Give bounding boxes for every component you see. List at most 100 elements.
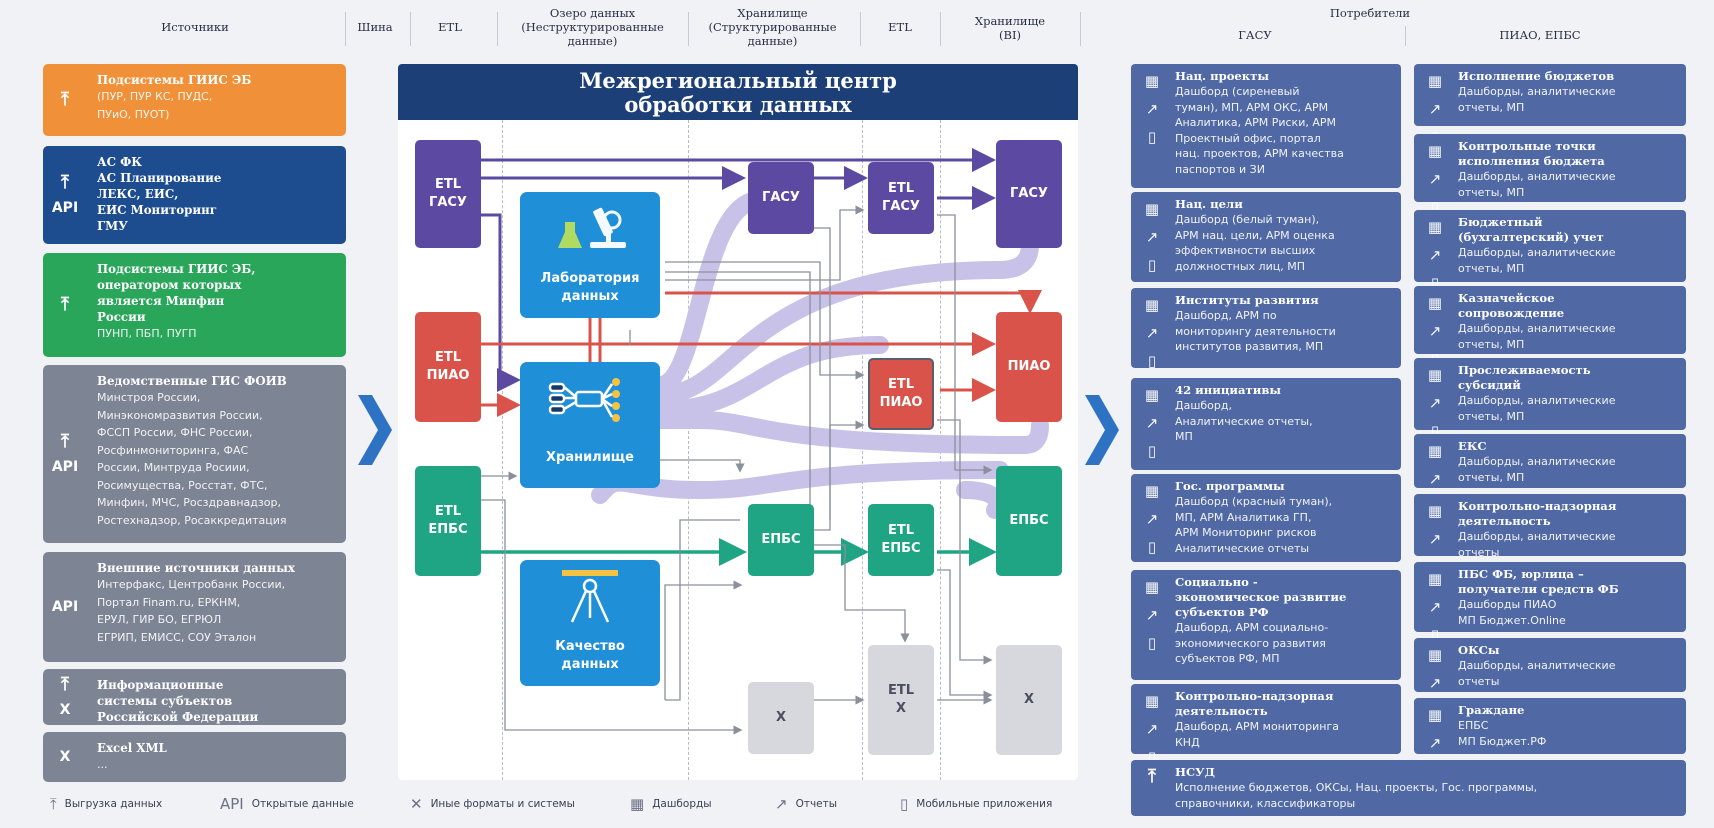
api-icon: API: [51, 459, 79, 475]
etl2-epbs-node[interactable]: ETL ЕПБС: [868, 504, 934, 576]
consumer-card[interactable]: ▦↗▯Социально - экономическое развитие су…: [1131, 570, 1401, 680]
source-title: АС ФК АС Планирование ЛЕКС, ЕИС, ЕИС Мон…: [97, 155, 222, 233]
storage-icon: [548, 378, 620, 422]
consumer-title: Контрольные точки исполнения бюджета: [1458, 139, 1605, 168]
report-icon: ↗: [1145, 100, 1159, 118]
etl-epbs-node[interactable]: ETL ЕПБС: [415, 466, 481, 576]
divider: [940, 12, 941, 46]
dashboard-icon: ▦: [1427, 294, 1443, 312]
data-quality-node[interactable]: Качество данных: [520, 560, 660, 686]
consumer-desc: Дашборд, Аналитические отчеты, МП: [1175, 399, 1313, 443]
header-etl-1: ETL: [438, 20, 462, 34]
bi-gasu-node[interactable]: ГАСУ: [996, 140, 1062, 248]
mobile-icon: ▯: [1430, 626, 1440, 644]
consumer-icons: ▦↗▯: [1137, 72, 1167, 146]
consumer-desc: Исполнение бюджетов, ОКСы, Нац. проекты,…: [1175, 781, 1538, 810]
header-etl-2: ETL: [888, 20, 912, 34]
etl2-gasu-node[interactable]: ETL ГАСУ: [868, 162, 934, 234]
consumer-card-nsud[interactable]: ⤒ НСУД Исполнение бюджетов, ОКСы, Нац. п…: [1131, 760, 1686, 816]
bus-arrow-left: [358, 395, 392, 465]
bi-x-node[interactable]: X: [996, 645, 1062, 755]
source-card[interactable]: ⤒Подсистемы ГИИС ЭБ, оператором которых …: [43, 253, 346, 357]
header-consumers: Потребители: [1329, 6, 1411, 20]
consumer-title: Казначейское сопровождение: [1458, 291, 1565, 320]
report-icon: ↗: [1428, 100, 1442, 118]
data-lab-node[interactable]: Лаборатория данных: [520, 192, 660, 318]
etl-gasu-node[interactable]: ETL ГАСУ: [415, 140, 481, 248]
cross-icon: X: [59, 749, 71, 765]
storage-node[interactable]: Хранилище: [520, 362, 660, 488]
consumer-card[interactable]: ▦↗▯ ПБС ФБ, юрлица – получатели средств Ф…: [1414, 562, 1686, 644]
source-body: Подсистемы ГИИС ЭБ(ПУР, ПУР КС, ПУДС, ПУ…: [97, 72, 338, 123]
lane-divider: [940, 120, 941, 780]
consumer-desc: ЕПБС МП Бюджет.РФ: [1458, 719, 1547, 748]
consumer-desc: Дашборд, АРМ по мониторингу деятельности…: [1175, 309, 1336, 353]
upload-icon: ⤒: [61, 172, 69, 193]
source-body: Информационные системы субъектов Российс…: [97, 677, 338, 725]
dashboard-icon: ▦: [1144, 386, 1160, 404]
legend-item: ⤒Выгрузка данных: [50, 795, 162, 813]
consumer-icons: ▦↗▯: [1420, 570, 1450, 644]
dwh-epbs-node[interactable]: ЕПБС: [748, 504, 814, 576]
divider: [860, 12, 861, 46]
consumer-title: Нац. цели: [1175, 197, 1243, 211]
bi-epbs-node[interactable]: ЕПБС: [996, 466, 1062, 576]
etl-piao-node[interactable]: ETL ПИАО: [415, 312, 481, 422]
mobile-icon: ▯: [900, 795, 909, 813]
api-icon: API: [51, 200, 79, 216]
report-icon: ↗: [1145, 414, 1159, 432]
dwh-x-node[interactable]: X: [748, 682, 814, 754]
bus-arrow-right: [1085, 395, 1119, 465]
etl2-x-node[interactable]: ETL X: [868, 645, 934, 755]
source-card[interactable]: ⤒ API АС ФК АС Планирование ЛЕКС, ЕИС, ЕИС…: [43, 146, 346, 244]
consumer-card[interactable]: ▦↗▯Контрольно-надзорная деятельностьДашб…: [1414, 494, 1686, 576]
legend-label: Отчеты: [795, 798, 838, 810]
source-title: Подсистемы ГИИС ЭБ: [97, 73, 252, 87]
dashboard-icon: ▦: [1144, 296, 1160, 314]
mobile-icon: ▯: [1430, 422, 1440, 440]
source-desc: Минстроя России, Минэкономразвития Росси…: [97, 391, 287, 527]
mobile-icon: ▯: [1147, 442, 1157, 460]
source-body: АС ФК АС Планирование ЛЕКС, ЕИС, ЕИС Мон…: [97, 154, 338, 234]
source-title: Подсистемы ГИИС ЭБ, оператором которых я…: [97, 262, 256, 324]
consumer-desc: Дашборд (красный туман), МП, АРМ Аналити…: [1175, 495, 1333, 555]
dwh-gasu-node[interactable]: ГАСУ: [748, 162, 814, 234]
consumer-title: ПБС ФБ, юрлица – получатели средств ФБ: [1458, 567, 1619, 596]
bi-piao-node[interactable]: ПИАО: [996, 312, 1062, 422]
mobile-icon: ▯: [1430, 198, 1440, 216]
source-body: Excel XML...: [97, 740, 338, 774]
source-icons: ⤒: [43, 253, 87, 357]
consumer-text: Социально - экономическое развитие субъе…: [1175, 575, 1395, 667]
source-card[interactable]: X Excel XML...: [43, 732, 346, 782]
source-card[interactable]: ⤒Подсистемы ГИИС ЭБ(ПУР, ПУР КС, ПУДС, П…: [43, 64, 346, 136]
header-bi: Хранилище (BI): [974, 14, 1046, 42]
divider: [1405, 26, 1406, 46]
etl2-piao-node[interactable]: ETL ПИАО: [868, 358, 934, 430]
